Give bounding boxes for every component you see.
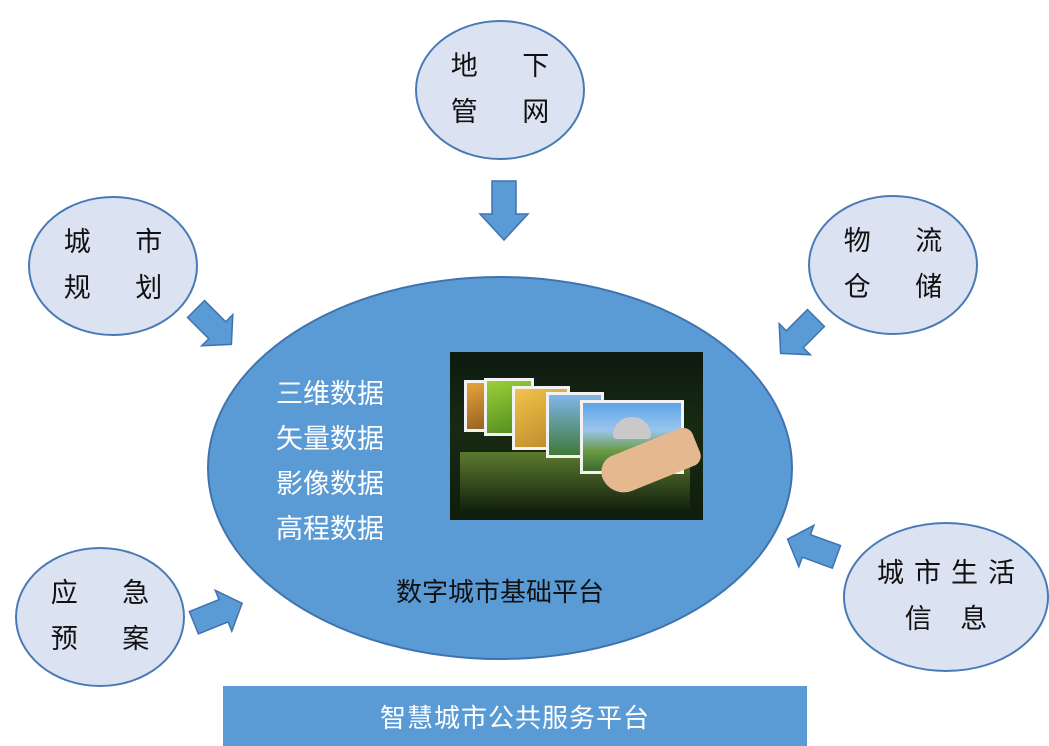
- footer-platform-label: 智慧城市公共服务平台: [379, 703, 650, 734]
- node-underground-pipeline-line1: 地 下: [450, 51, 568, 82]
- node-logistics-storage-line1: 物 流: [843, 226, 961, 257]
- arrow-upper-right: [778, 308, 826, 356]
- data-type-list: 三维数据 矢量数据 影像数据 高程数据: [276, 372, 384, 552]
- arrow-lower-right: [786, 523, 842, 570]
- node-logistics-storage: 物 流 仓 储: [808, 195, 978, 335]
- footer-platform-bar: 智慧城市公共服务平台: [223, 686, 807, 746]
- observatory-dome: [613, 417, 651, 439]
- arrow-top: [478, 180, 530, 242]
- node-underground-pipeline-line2: 管 网: [450, 97, 568, 128]
- node-urban-planning-line2: 规 划: [63, 273, 181, 304]
- node-emergency-plan: 应 急 预 案: [15, 547, 185, 687]
- arrow-upper-left: [186, 299, 234, 347]
- node-city-life-info: 城市生活 信 息: [843, 522, 1049, 672]
- data-item-vector: 矢量数据: [276, 424, 384, 455]
- hub-title: 数字城市基础平台: [396, 578, 605, 608]
- node-logistics-storage-line2: 仓 储: [843, 272, 961, 303]
- data-item-3d: 三维数据: [276, 379, 384, 410]
- data-item-elevation: 高程数据: [276, 514, 384, 545]
- node-emergency-plan-line2: 预 案: [50, 624, 168, 655]
- photo-gallery-image: [450, 352, 703, 520]
- node-urban-planning-line1: 城 市: [63, 227, 181, 258]
- node-city-life-info-line2: 信 息: [904, 604, 998, 635]
- node-city-life-info-line1: 城市生活: [877, 558, 1025, 589]
- node-emergency-plan-line1: 应 急: [50, 578, 168, 609]
- node-underground-pipeline: 地 下 管 网: [415, 20, 585, 160]
- arrow-lower-left: [188, 588, 244, 635]
- node-urban-planning: 城 市 规 划: [28, 196, 198, 336]
- data-item-imagery: 影像数据: [276, 469, 384, 500]
